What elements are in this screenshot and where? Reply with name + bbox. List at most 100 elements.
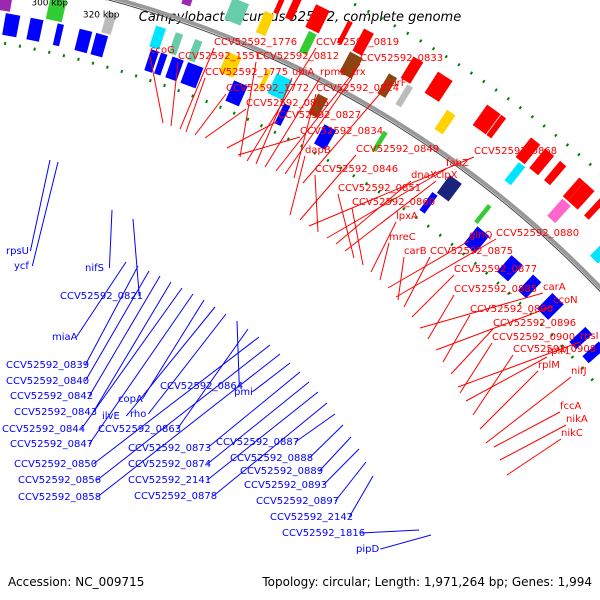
forward-label-leader — [397, 256, 405, 301]
forward-label-leader — [326, 168, 447, 239]
forward-gene-label: CCV52592_0846 — [315, 164, 398, 175]
forward-gene-label: nifJ — [571, 366, 587, 377]
reverse-cog-block — [168, 32, 184, 56]
reverse-label-leader — [176, 328, 249, 430]
forward-gene-label: CCV52592_0851 — [338, 183, 421, 194]
forward-gene-arrow — [424, 71, 453, 102]
forward-gene-label: CCV52592_0885 — [454, 284, 537, 295]
forward-label-leader — [457, 341, 581, 388]
reverse-gene-label: rpsU — [6, 246, 29, 257]
forward-gene-arrow — [352, 28, 374, 56]
reverse-gene-label: CCV52592_0897 — [256, 496, 339, 507]
forward-gene-arrow — [273, 0, 285, 15]
forward-label-leader — [351, 207, 364, 266]
reverse-label-leader — [295, 413, 336, 443]
reverse-gene-label: CCV52592_0874 — [128, 459, 211, 470]
reverse-gene-label: CCV52592_2141 — [128, 475, 211, 486]
reverse-label-leader — [212, 402, 328, 497]
reverse-label-leader — [88, 293, 194, 445]
reverse-gene-label: CCV52592_0821 — [60, 291, 143, 302]
forward-label-leader — [506, 438, 562, 476]
forward-gene-label: CCV52592_1772 — [226, 83, 309, 94]
reverse-gene-label: nifS — [85, 263, 104, 274]
reverse-label-leader — [108, 209, 113, 269]
forward-label-leader — [370, 221, 397, 273]
forward-label-leader — [379, 242, 390, 281]
forward-gene-label: carA — [543, 282, 566, 293]
reverse-label-leader — [126, 306, 216, 417]
forward-gene-label: CCV52592_0875 — [430, 246, 513, 257]
forward-label-leader — [185, 77, 206, 133]
forward-label-leader — [289, 155, 306, 216]
forward-gene-label: carB — [404, 246, 427, 257]
reverse-gene-arrow — [497, 255, 523, 282]
reverse-gene-arrow — [74, 28, 93, 54]
reverse-label-leader — [308, 424, 344, 459]
forward-gene-label: trx — [352, 67, 366, 78]
kbp-ruler: 160 kbp180 kbp200 kbp220 kbp240 kbp260 k… — [31, 0, 120, 21]
forward-gene-arrow — [400, 56, 424, 84]
forward-cog-block — [339, 51, 363, 79]
reverse-cog-block — [308, 93, 328, 119]
reverse-cog-block — [258, 68, 272, 91]
forward-label-leader — [403, 256, 431, 308]
forward-gene-arrow — [562, 177, 585, 201]
label-leaders — [29, 47, 581, 550]
forward-gene-arrow — [472, 104, 501, 135]
reverse-gene-label: CCV52592_1816 — [282, 528, 365, 539]
forward-cog-block — [181, 0, 193, 7]
reverse-gene-label: CCV52592_2142 — [270, 512, 353, 523]
reverse-gene-label: CCV52592_0864 — [160, 381, 243, 392]
forward-label-leader — [499, 424, 567, 461]
forward-gene-arrow — [584, 198, 600, 220]
forward-gene-arrow — [336, 20, 353, 45]
reverse-cog-block — [436, 175, 462, 202]
forward-label-leader — [170, 61, 179, 127]
forward-label-leader — [194, 93, 227, 136]
forward-gene-label: CCV52592_0819 — [316, 37, 399, 48]
reverse-label-leader — [361, 529, 420, 534]
reverse-label-leader — [147, 313, 227, 415]
reverse-gene-arrow — [419, 192, 438, 214]
reverse-label-leader — [96, 344, 271, 481]
forward-label-leader — [239, 61, 257, 158]
reverse-label-leader — [380, 534, 432, 550]
reverse-label-leader — [31, 161, 59, 267]
forward-label-leader — [427, 294, 455, 340]
forward-gene-label: CCV52592_0834 — [300, 126, 383, 137]
reverse-gene-label: CCV52592_0889 — [240, 466, 323, 477]
forward-label-leader — [308, 156, 475, 227]
reverse-label-leader — [206, 391, 319, 481]
reverse-gene-label: miaA — [52, 332, 78, 343]
reverse-label-leader — [206, 381, 310, 465]
reverse-label-leader — [80, 287, 183, 430]
forward-label-leader — [442, 314, 471, 363]
reverse-gene-label: CCV52592_0873 — [128, 443, 211, 454]
forward-gene-label: CCV52592_0824 — [316, 83, 399, 94]
reverse-label-leader — [206, 371, 301, 449]
forward-gene-arrow — [486, 114, 507, 139]
forward-cog-block — [377, 73, 398, 98]
forward-gene-label: ubiA — [292, 67, 314, 78]
forward-gene-label: CCV52592_0877 — [454, 264, 537, 275]
reverse-cog-block — [219, 51, 242, 78]
forward-gene-label: CCV52592_0896 — [493, 318, 576, 329]
kbp-tick-label: 300 kbp — [31, 0, 68, 8]
reverse-gene-arrow — [582, 341, 600, 364]
forward-label-leader — [493, 411, 561, 448]
forward-label-leader — [314, 174, 319, 233]
reverse-label-leader — [334, 461, 367, 502]
reverse-cog-block — [149, 25, 166, 50]
reverse-gene-arrow — [90, 32, 109, 58]
reverse-gene-label: CCV52592_0887 — [216, 437, 299, 448]
forward-label-leader — [485, 376, 572, 444]
forward-gene-label: glnQ — [469, 230, 492, 241]
forward-gene-arrow — [285, 0, 302, 21]
forward-label-leader — [179, 47, 215, 130]
reverse-gene-label: CCV52592_0858 — [18, 492, 101, 503]
forward-cog-block — [255, 10, 275, 37]
forward-gene-label: CCV52592_1775 — [205, 67, 288, 78]
forward-label-leader — [284, 77, 353, 175]
reverse-gene-label: copA — [118, 394, 143, 405]
reverse-label-leader — [322, 448, 360, 486]
